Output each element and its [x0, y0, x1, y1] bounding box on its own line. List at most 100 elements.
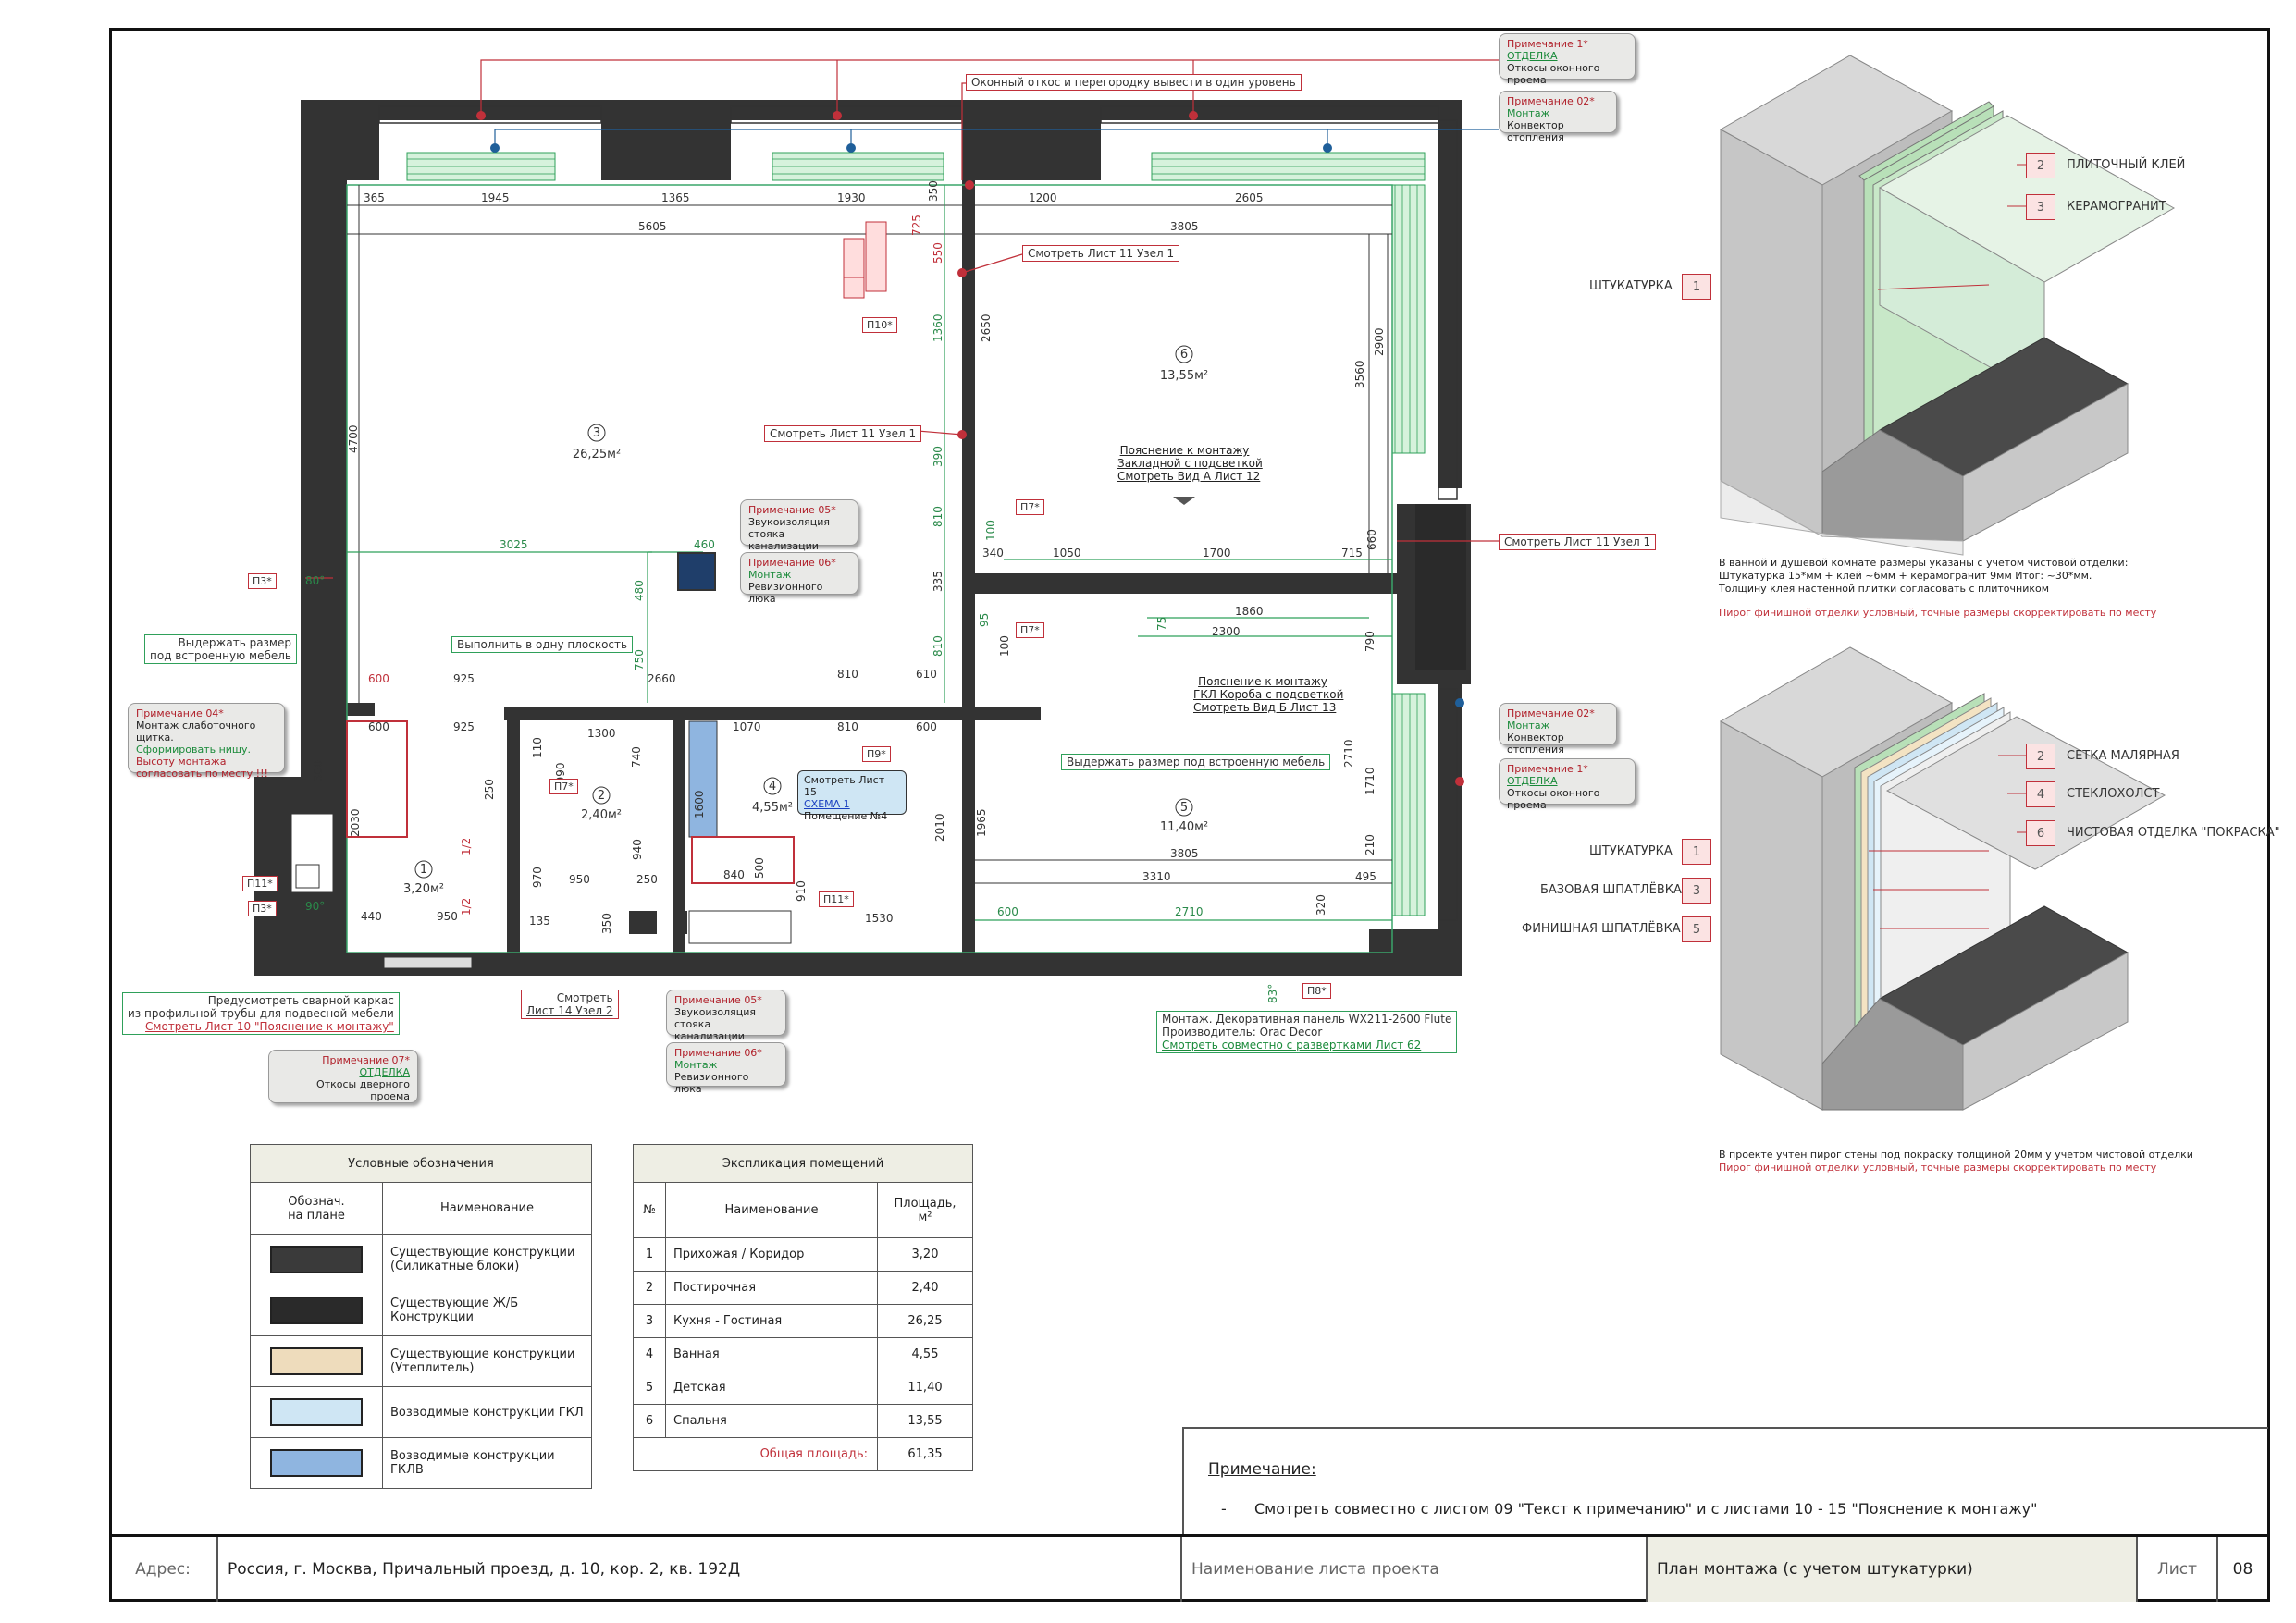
note-link[interactable]: ОТДЕЛКА: [359, 1066, 410, 1078]
see-sheet11-1c[interactable]: Смотреть Лист 11 Узел 1: [1499, 534, 1657, 550]
legend-row-line: Возводимые конструкции ГКЛВ: [390, 1449, 555, 1477]
legend-row-name: Возводимые конструкции ГКЛВ: [382, 1437, 592, 1489]
dim-100a: 100: [984, 520, 997, 541]
dim-495: 495: [1355, 870, 1376, 883]
room-6-area: 13,55м²: [1160, 369, 1208, 383]
dim-810w: 810: [932, 635, 944, 657]
dim-300: 300: [312, 760, 325, 781]
dim-2300: 2300: [1212, 625, 1241, 638]
walls: [254, 100, 1471, 976]
dim-2900: 2900: [1373, 327, 1386, 356]
expl-name: Прихожая / Коридор: [665, 1237, 878, 1272]
room-6-num: 6: [1180, 348, 1188, 362]
legend-row-name: Возводимые конструкции ГКЛ: [382, 1386, 592, 1438]
layer-num-1-bot: 1: [1682, 839, 1711, 865]
tag-p11b: П11*: [819, 891, 854, 907]
note-text: Откосы дверного проема: [316, 1078, 410, 1102]
note-link[interactable]: Сформировать нишу.: [136, 744, 251, 756]
legend-table: Условные обозначения Обознач.на плане На…: [250, 1144, 592, 1489]
note-title: Примечание 02*: [1507, 95, 1595, 107]
layer-num-2-top: 2: [2026, 153, 2055, 178]
expl-area: 3,20: [877, 1237, 973, 1272]
dim-2605: 2605: [1235, 191, 1264, 204]
layer-porcelain-label: КЕРАМОГРАНИТ: [2067, 200, 2166, 214]
tag-p9: П9*: [862, 746, 891, 762]
bathroom-desc: В ванной и душевой комнате размеры указа…: [1719, 557, 2156, 620]
note-link[interactable]: Монтаж: [748, 569, 792, 581]
note-05-bottom[interactable]: Примечание 05* Звукоизоляция стояка кана…: [666, 990, 786, 1042]
note-1-top[interactable]: Примечание 1* ОТДЕЛКА Откосы оконного пр…: [1499, 33, 1636, 86]
dim-5605: 5605: [638, 220, 667, 233]
explication-title: Экспликация помещений: [633, 1144, 973, 1183]
keep-size-a-line2: под встроенную мебель: [150, 649, 291, 662]
dim-840: 840: [723, 868, 745, 881]
legend-row-line: (Силикатные блоки): [390, 1260, 520, 1273]
dim-1365: 1365: [661, 191, 690, 204]
dim-600c: 600: [916, 720, 937, 733]
dim-460: 460: [694, 538, 715, 551]
note-06-plan[interactable]: Примечание 06* Монтаж Ревизионного люка: [740, 552, 858, 605]
socket-cluster: [843, 221, 887, 299]
legend-swatch-cell: [250, 1285, 383, 1336]
room-4-area: 4,55м²: [752, 801, 793, 815]
room-3-num: 3: [593, 426, 600, 440]
scheme-1-box[interactable]: Смотреть Лист 15 СХЕМА 1 Помещение №4: [797, 770, 907, 822]
entry: [290, 720, 473, 969]
note-link[interactable]: ОТДЕЛКА: [1507, 50, 1558, 62]
note-2-right[interactable]: Примечание 02* Монтаж Конвектор отоплени…: [1499, 703, 1617, 756]
dim-250a: 250: [636, 873, 658, 886]
dim-2030: 2030: [349, 808, 362, 837]
explanation-a-line2: Закладной с подсветкой: [1117, 457, 1263, 470]
dim-1600: 1600: [693, 790, 706, 818]
expl-no: 3: [633, 1304, 666, 1338]
note-2-top[interactable]: Примечание 02* Монтаж Конвектор отоплени…: [1499, 91, 1617, 143]
angle-90: 90°: [305, 900, 325, 913]
leader-points: [476, 111, 1464, 786]
note-link[interactable]: Монтаж: [674, 1059, 718, 1071]
expl-name: Ванная: [665, 1337, 878, 1371]
dim-4700: 4700: [347, 424, 360, 453]
dim-340: 340: [982, 547, 1004, 559]
finish-lines: [346, 184, 1393, 953]
dim-600b: 600: [368, 720, 389, 733]
paint-warn: Пирог финишной отделки условный, точные …: [1719, 1162, 2157, 1174]
note-title: Примечание 06*: [674, 1047, 762, 1059]
note-05-plan[interactable]: Примечание 05* Звукоизоляция стояка кана…: [740, 499, 858, 552]
dim-940: 940: [631, 839, 644, 860]
sheet-name-value: План монтажа (с учетом штукатурки): [1648, 1537, 2138, 1602]
note-link[interactable]: ОТДЕЛКА: [1507, 775, 1558, 787]
note-1-right[interactable]: Примечание 1* ОТДЕЛКА Откосы оконного пр…: [1499, 758, 1636, 811]
frame-note-link[interactable]: Смотреть Лист 10 "Пояснение к монтажу": [145, 1020, 394, 1033]
note-04[interactable]: Примечание 04* Монтаж слаботочного щитка…: [128, 703, 285, 780]
swatch-gklv: [270, 1449, 363, 1477]
dim-790: 790: [1364, 631, 1376, 652]
dim-1530: 1530: [865, 912, 894, 925]
see-sheet14[interactable]: Смотреть Лист 14 Узел 2: [521, 990, 619, 1019]
dim-2660: 2660: [648, 672, 676, 685]
dim-135: 135: [529, 915, 550, 928]
swatch-gkl: [270, 1398, 363, 1426]
note-link[interactable]: Монтаж: [1507, 719, 1550, 732]
dim-1945: 1945: [481, 191, 510, 204]
expl-no: 6: [633, 1404, 666, 1438]
explanation-b-line1: Пояснение к монтажу: [1198, 675, 1327, 688]
note-text: Откосы оконного проема: [1507, 787, 1600, 811]
note-block-text: Смотреть совместно с листом 09 "Текст к …: [1254, 1500, 2038, 1518]
panel-note-line1: Монтаж. Декоративная панель WX211-2600 F…: [1162, 1013, 1452, 1026]
see-sheet11-1a[interactable]: Смотреть Лист 11 Узел 1: [1022, 245, 1180, 262]
note-07[interactable]: Примечание 07* ОТДЕЛКА Откосы дверного п…: [268, 1050, 418, 1103]
dim-1300: 1300: [587, 727, 616, 740]
note-link[interactable]: Монтаж: [1507, 107, 1550, 119]
tag-p11a: П11*: [242, 876, 278, 891]
note-06-bottom[interactable]: Примечание 06* Монтаж Ревизионного люка: [666, 1042, 786, 1095]
one-plane-label: Выполнить в одну плоскость: [451, 636, 634, 653]
note-text: Ревизионного люка: [748, 581, 823, 605]
expl-no: 4: [633, 1337, 666, 1371]
see-sheet11-1b[interactable]: Смотреть Лист 11 Узел 1: [764, 425, 922, 442]
legend-row-name: Существующие конструкции(Силикатные блок…: [382, 1234, 592, 1285]
scheme-link[interactable]: СХЕМА 1: [804, 798, 850, 810]
